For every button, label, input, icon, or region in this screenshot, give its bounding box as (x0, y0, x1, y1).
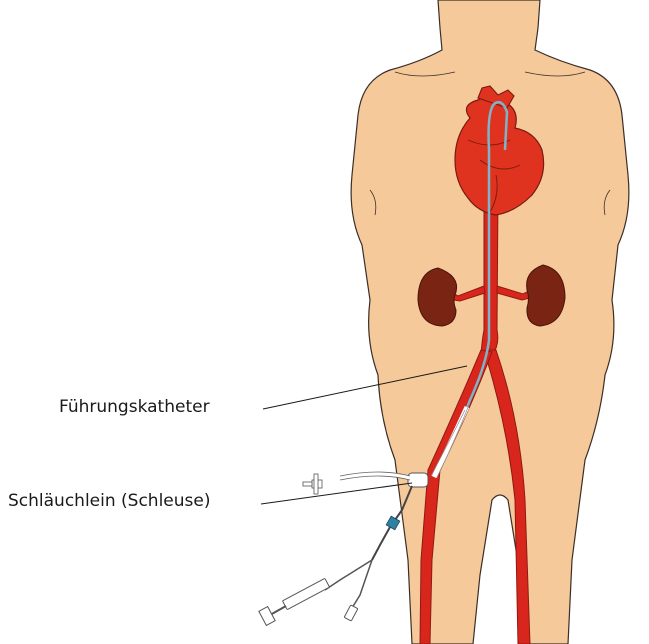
luer-cap (344, 605, 358, 621)
syringe-assembly (259, 560, 372, 625)
stopcock-icon (303, 474, 322, 494)
stopcock-port (303, 482, 312, 486)
y-branch-right (352, 560, 372, 608)
hub-body (408, 473, 428, 487)
syringe-icon (259, 578, 330, 625)
label-sheath: Schläuchlein (Schleuse) (8, 491, 210, 511)
kidney-icon (418, 268, 457, 326)
connector-lower (372, 527, 390, 560)
syringe-thumb (259, 607, 275, 626)
syringe-plunger (270, 606, 286, 615)
y-branch-left (325, 560, 372, 590)
label-guide-catheter: Führungskatheter (59, 397, 210, 417)
syringe-barrel (282, 578, 329, 609)
connector-accent (386, 516, 400, 530)
side-arm-tube (318, 474, 410, 484)
leader-sheath (261, 483, 412, 504)
stopcock-handle (314, 474, 318, 494)
